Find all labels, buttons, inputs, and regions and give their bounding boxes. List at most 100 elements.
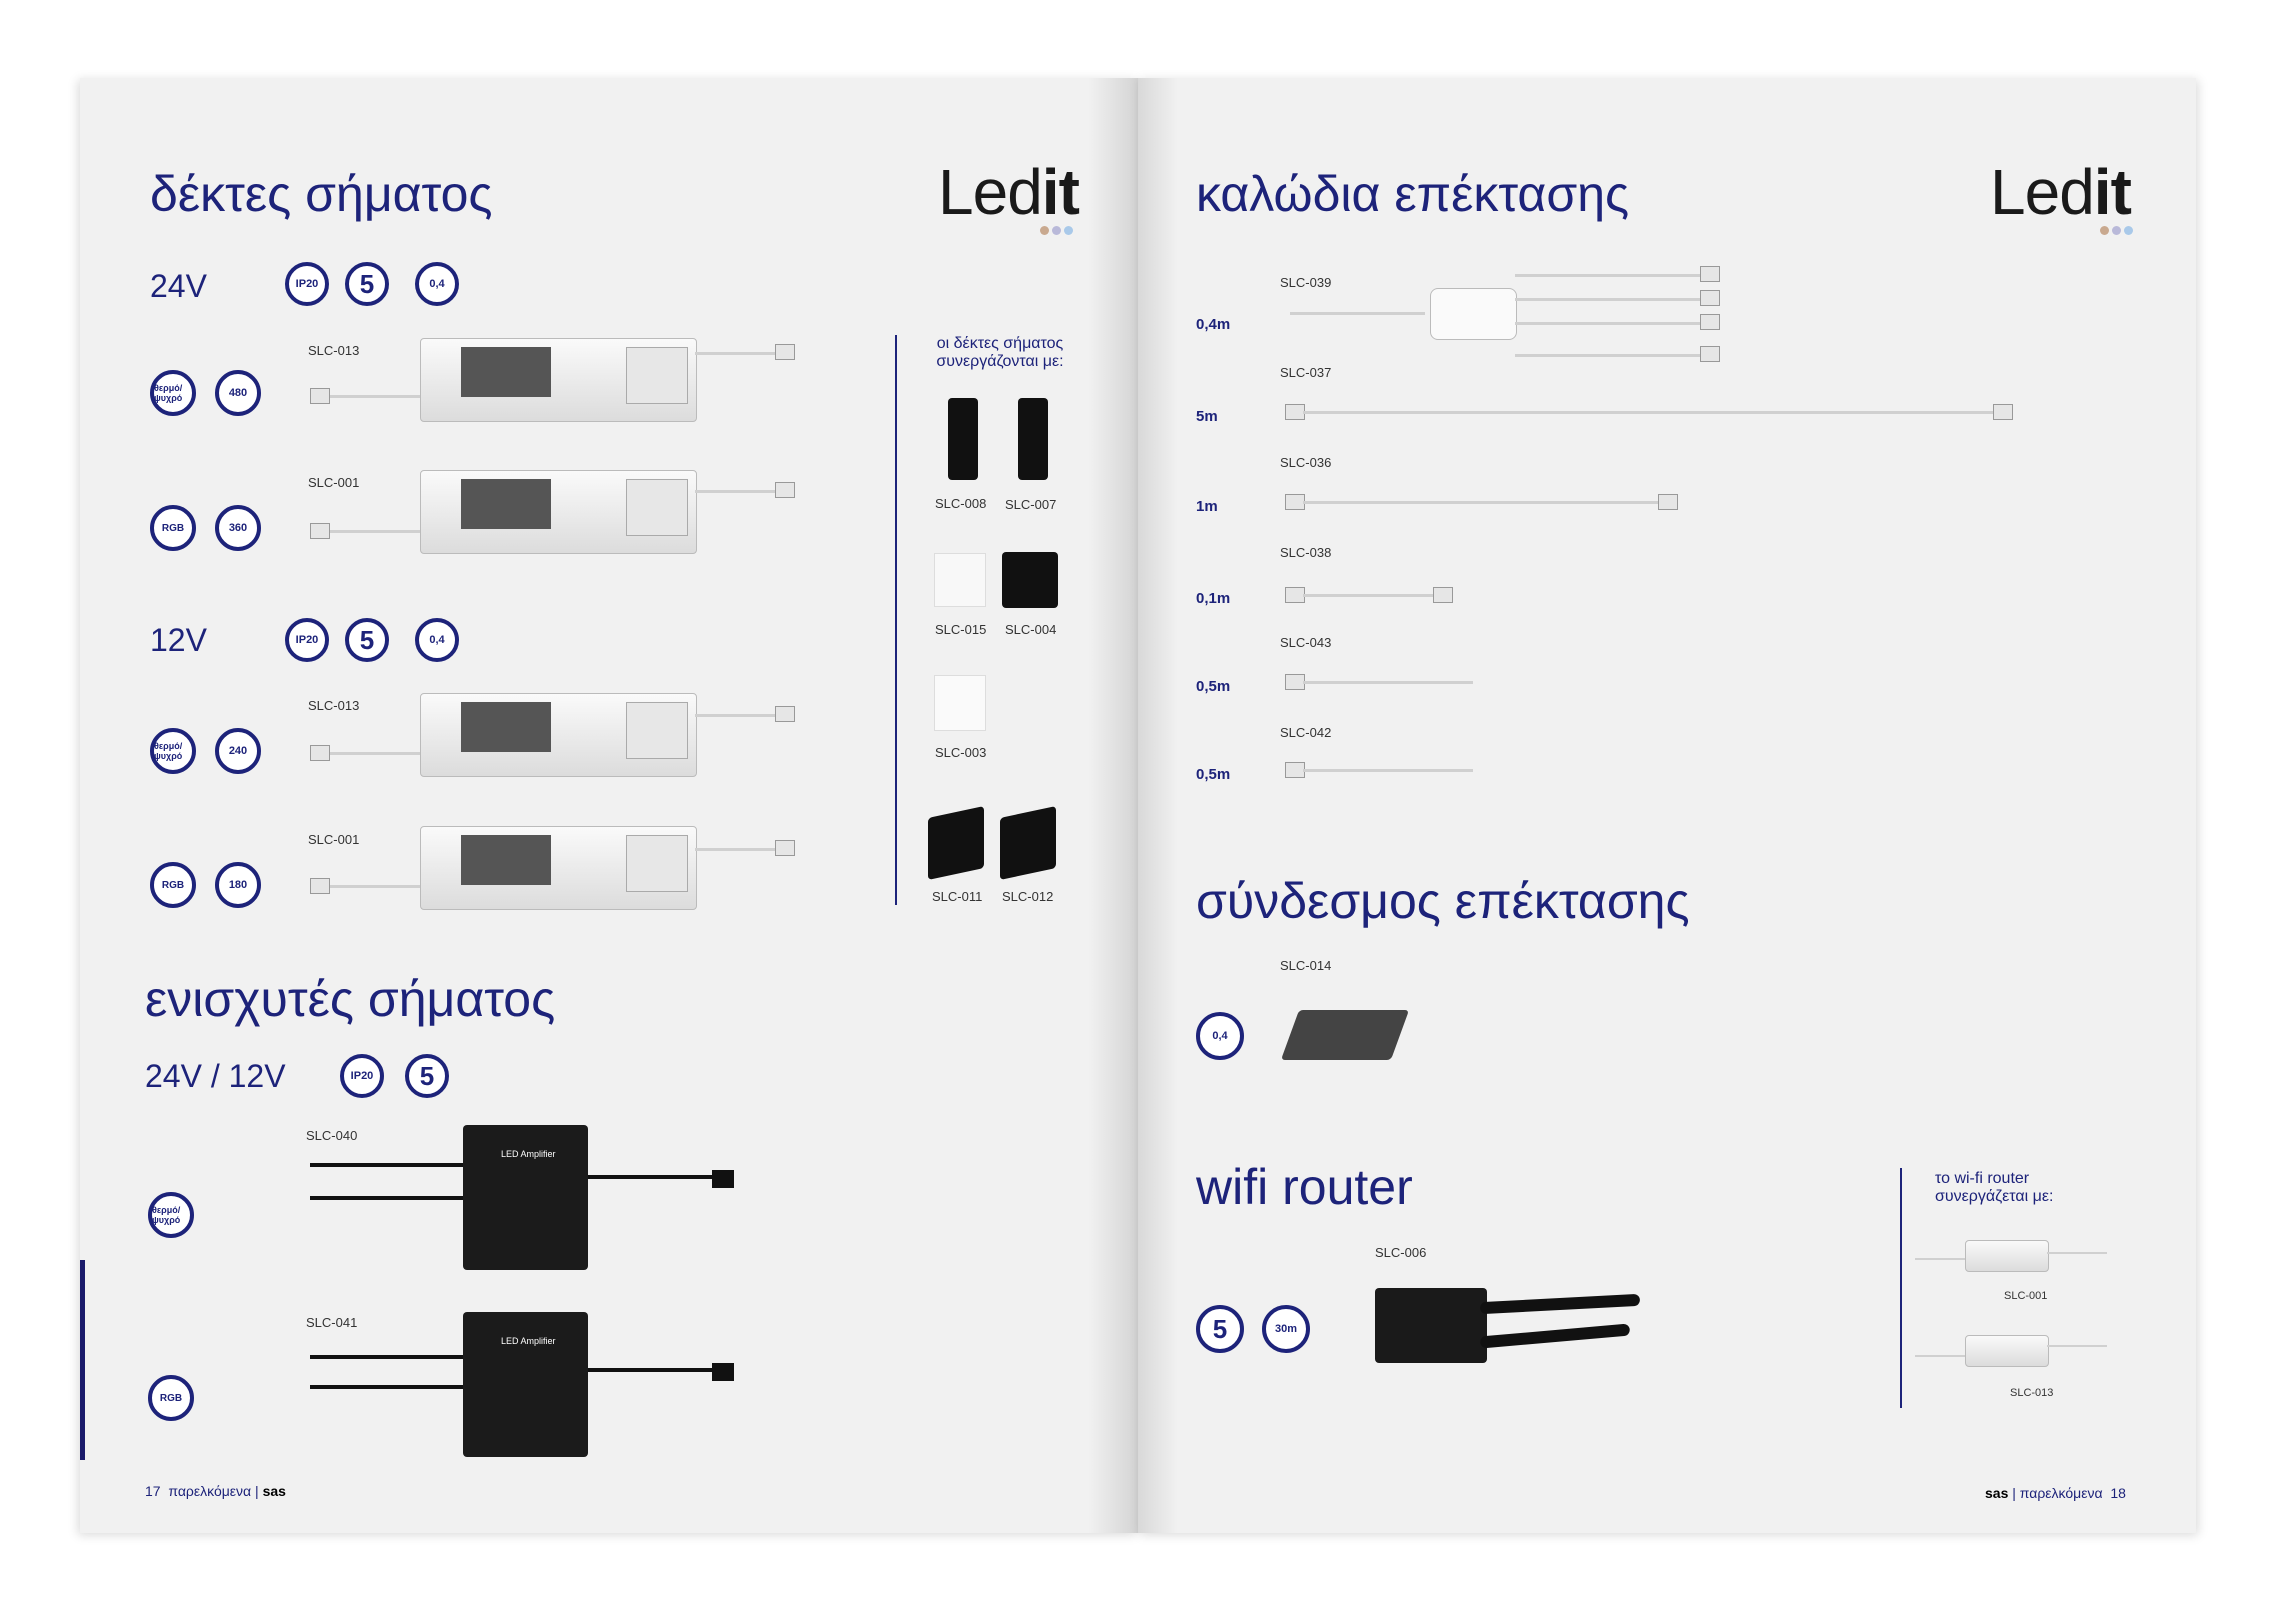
cable-len-2: 1m bbox=[1196, 498, 1218, 515]
plug-icon bbox=[775, 706, 795, 722]
cable bbox=[2047, 1252, 2107, 1254]
ip20-badge: IP20 bbox=[285, 262, 329, 306]
plug-icon bbox=[1700, 314, 1720, 330]
gutter-shadow-left bbox=[1088, 78, 1138, 1533]
cable-len-0: 0,4m bbox=[1196, 316, 1231, 333]
sidebar-item-1: SLC-007 bbox=[1005, 497, 1057, 512]
cable-code-4: SLC-043 bbox=[1280, 635, 1332, 650]
cable-code-5: SLC-042 bbox=[1280, 725, 1332, 740]
dimmer-image bbox=[928, 806, 984, 880]
cable-code-2: SLC-036 bbox=[1280, 455, 1332, 470]
plug-icon bbox=[310, 523, 330, 539]
right-page bbox=[1138, 78, 2196, 1533]
cable bbox=[320, 752, 420, 755]
cable bbox=[320, 885, 420, 888]
wire bbox=[588, 1175, 718, 1179]
sidebar-item-6: SLC-012 bbox=[1002, 889, 1054, 904]
connector-code: SLC-014 bbox=[1280, 958, 1332, 973]
plug-icon bbox=[775, 344, 795, 360]
gutter-shadow-right bbox=[1138, 78, 1178, 1533]
watt-badge-240: 240 bbox=[215, 728, 261, 774]
remote-image bbox=[948, 398, 978, 480]
footer-left: 17 παρελκόμενα | sas bbox=[145, 1483, 286, 1499]
plug-icon bbox=[1993, 404, 2013, 420]
cable bbox=[1303, 594, 1433, 597]
wifi-sidebar-item-1: SLC-013 bbox=[2010, 1387, 2054, 1399]
voltage-24v: 24V bbox=[150, 268, 207, 304]
cable bbox=[2047, 1345, 2107, 1347]
amplifier-device-1: LED Amplifier bbox=[463, 1125, 588, 1270]
wifi-router-image bbox=[1375, 1288, 1487, 1363]
cable-length-badge: 0,4 bbox=[415, 262, 459, 306]
sidebar-caption-right: το wi-fi router συνεργάζεται με: bbox=[1935, 1170, 2054, 1205]
cable bbox=[695, 352, 785, 355]
rgb-badge-2: RGB bbox=[150, 862, 196, 908]
cable bbox=[695, 490, 785, 493]
cable-code-3: SLC-038 bbox=[1280, 545, 1332, 560]
wire bbox=[310, 1163, 463, 1167]
cable-code-0: SLC-039 bbox=[1280, 275, 1332, 290]
cable bbox=[695, 848, 785, 851]
receiver-device-2 bbox=[420, 470, 697, 554]
cable bbox=[1303, 681, 1473, 684]
ledit-logo-left: Ledit bbox=[938, 156, 1080, 228]
thermo-badge-3: θερμό/ ψυχρό bbox=[148, 1192, 194, 1238]
cable bbox=[1290, 312, 1425, 315]
plug-icon bbox=[1285, 587, 1305, 603]
cable-length-badge: 0,4 bbox=[1196, 1012, 1244, 1060]
footer-right: sas | παρελκόμενα 18 bbox=[1985, 1485, 2126, 1501]
range-badge: 30m bbox=[1262, 1305, 1310, 1353]
sidebar-item-2: SLC-015 bbox=[935, 622, 987, 637]
plug-icon bbox=[310, 878, 330, 894]
left-page bbox=[80, 78, 1138, 1533]
section-title-amplifiers: ενισχυτές σήματος bbox=[145, 971, 556, 1027]
page-title-receivers: δέκτες σήματος bbox=[150, 166, 493, 222]
sidebar-item-5: SLC-011 bbox=[932, 889, 983, 904]
section-title-connector: σύνδεσμος επέκτασης bbox=[1196, 873, 1690, 929]
plug-icon bbox=[1285, 404, 1305, 420]
cable-code-1: SLC-037 bbox=[1280, 365, 1332, 380]
ip20-badge: IP20 bbox=[340, 1054, 384, 1098]
watt-badge-480: 480 bbox=[215, 370, 261, 416]
receiver-device-1 bbox=[420, 338, 697, 422]
plug-icon bbox=[1700, 290, 1720, 306]
rgb-badge-3: RGB bbox=[148, 1375, 194, 1421]
thermo-badge-2: θερμό/ ψυχρό bbox=[150, 728, 196, 774]
connector-plug bbox=[712, 1363, 734, 1381]
rgb-badge-1: RGB bbox=[150, 505, 196, 551]
sidebar-item-3: SLC-004 bbox=[1005, 622, 1057, 637]
receiver-device-4 bbox=[420, 826, 697, 910]
sidebar-divider-left bbox=[895, 335, 897, 905]
left-edge-bar bbox=[80, 1260, 85, 1460]
watt-badge-360: 360 bbox=[215, 505, 261, 551]
connector-plug bbox=[712, 1170, 734, 1188]
cable bbox=[1915, 1258, 1965, 1260]
code-a1: SLC-040 bbox=[306, 1128, 358, 1143]
warranty-badge: 5 bbox=[1196, 1305, 1244, 1353]
warranty-badge: 5 bbox=[345, 262, 389, 306]
cable bbox=[1515, 274, 1700, 277]
voltage-24-12: 24V / 12V bbox=[145, 1058, 286, 1094]
receiver-thumb bbox=[1965, 1335, 2049, 1367]
splitter-hub bbox=[1430, 288, 1517, 340]
ip20-badge: IP20 bbox=[285, 618, 329, 662]
sidebar-item-0: SLC-008 bbox=[935, 496, 987, 511]
cable bbox=[1303, 769, 1473, 772]
wire bbox=[588, 1368, 718, 1372]
cable bbox=[1515, 354, 1700, 357]
cable bbox=[1303, 411, 1993, 414]
cable bbox=[320, 530, 420, 533]
wifi-code: SLC-006 bbox=[1375, 1245, 1427, 1260]
plug-icon bbox=[775, 840, 795, 856]
wire bbox=[310, 1196, 463, 1200]
plug-icon bbox=[310, 745, 330, 761]
receiver-device-3 bbox=[420, 693, 697, 777]
cable-len-4: 0,5m bbox=[1196, 678, 1231, 695]
warranty-badge: 5 bbox=[405, 1054, 449, 1098]
sidebar-item-4: SLC-003 bbox=[935, 745, 987, 760]
code-r1: SLC-013 bbox=[308, 343, 360, 358]
receiver-thumb bbox=[1965, 1240, 2049, 1272]
thermo-badge-1: θερμό/ ψυχρό bbox=[150, 370, 196, 416]
dimmer-image bbox=[1000, 806, 1056, 880]
switch-image bbox=[934, 675, 986, 731]
